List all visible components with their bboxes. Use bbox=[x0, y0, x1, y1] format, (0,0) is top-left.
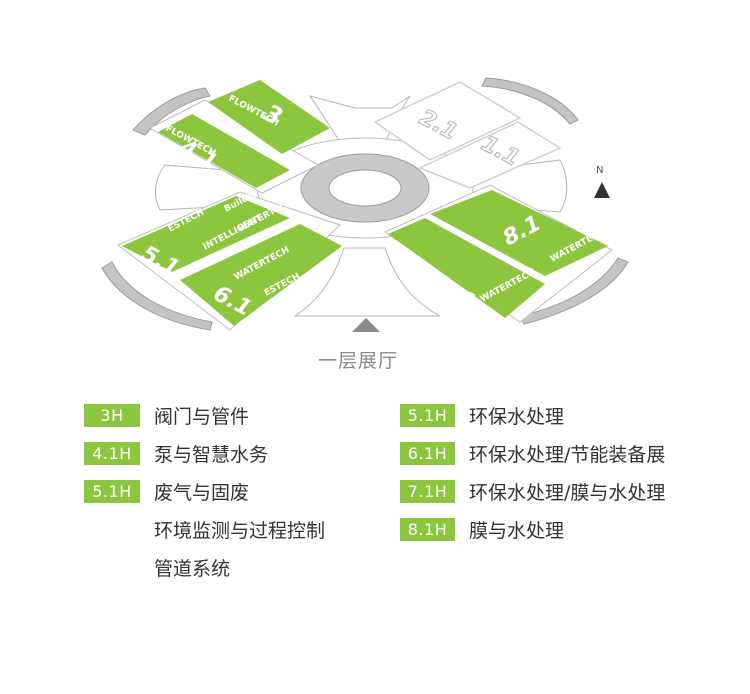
legend-item-3h: 3H 阀门与管件 bbox=[84, 396, 325, 434]
legend-left: 3H 阀门与管件 4.1H 泵与智慧水务 5.1H 废气与固废 环境监测与过程控… bbox=[84, 396, 325, 586]
canopy-nw bbox=[132, 87, 211, 136]
legend-item-8-1h: 8.1H 膜与水处理 bbox=[400, 510, 665, 548]
hall-4-1 bbox=[158, 114, 290, 188]
canopy-ne bbox=[481, 77, 579, 125]
legend-desc: 环境监测与过程控制 bbox=[154, 519, 326, 542]
legend-right: 5.1H 环保水处理 6.1H 环保水处理/节能装备展 7.1H 环保水处理/膜… bbox=[400, 396, 665, 548]
legend-tag: 4.1H bbox=[84, 441, 140, 465]
entrance-arrow-icon bbox=[352, 318, 380, 332]
legend-desc: 泵与智慧水务 bbox=[154, 443, 269, 466]
floor-label: 一层展厅 bbox=[318, 350, 399, 372]
canopy-group bbox=[101, 77, 629, 331]
legend-tag: 7.1H bbox=[400, 479, 455, 503]
compass-north-label: N bbox=[596, 165, 604, 176]
hall-6-1 bbox=[180, 224, 342, 326]
canopy-sw bbox=[101, 261, 213, 331]
legend-desc: 环保水处理/膜与水处理 bbox=[469, 481, 666, 504]
legend-item-5-1h-left: 5.1H 废气与固废 bbox=[84, 472, 325, 510]
legend-tag: 8.1H bbox=[400, 517, 455, 541]
quadrant-nw: 4.1 3 FLOWTECH FLOWTECH bbox=[148, 80, 330, 194]
legend-tag: 5.1H bbox=[84, 479, 140, 503]
quadrant-sw: 5.1 6.1 ESTECH Build动 INTELLIGENT WATERT… bbox=[117, 189, 342, 331]
legend-desc: 阀门与管件 bbox=[154, 405, 250, 428]
legend-item-7-1h: 7.1H 环保水处理/膜与水处理 bbox=[400, 472, 665, 510]
legend-tag: 3H bbox=[84, 403, 140, 427]
legend-desc: 膜与水处理 bbox=[469, 519, 565, 542]
hall-2-1 bbox=[373, 81, 522, 161]
hall-7-1 bbox=[388, 218, 545, 318]
hall-3 bbox=[208, 80, 330, 154]
legend-desc: 环保水处理 bbox=[469, 405, 565, 428]
legend-tag: 6.1H bbox=[400, 441, 455, 465]
wing-south bbox=[293, 247, 441, 317]
legend-item-4-1h: 4.1H 泵与智慧水务 bbox=[84, 434, 325, 472]
legend-tag: 5.1H bbox=[400, 403, 455, 427]
canopy-se bbox=[519, 257, 629, 325]
legend-desc: 管道系统 bbox=[154, 557, 231, 580]
hall-1-1 bbox=[418, 121, 562, 189]
quadrant-se: 8.1 7.1 WATERTECH WATERTECH bbox=[383, 184, 613, 323]
legend-item-continued: 环境监测与过程控制 bbox=[84, 510, 325, 548]
legend-item-5-1h-right: 5.1H 环保水处理 bbox=[400, 396, 665, 434]
hall-8-1 bbox=[430, 190, 608, 276]
north-arrow-icon bbox=[594, 182, 610, 198]
legend-item-6-1h: 6.1H 环保水处理/节能装备展 bbox=[400, 434, 665, 472]
exhibition-floor-map: 4.1 3 FLOWTECH FLOWTECH 2.1 1.1 5.1 6.1 … bbox=[101, 77, 629, 332]
hall-5-1 bbox=[122, 196, 290, 272]
legend-desc: 环保水处理/节能装备展 bbox=[469, 443, 666, 466]
quadrant-ne: 2.1 1.1 bbox=[373, 81, 562, 189]
legend-item-continued: 管道系统 bbox=[84, 548, 325, 586]
legend-desc: 废气与固废 bbox=[154, 481, 250, 504]
